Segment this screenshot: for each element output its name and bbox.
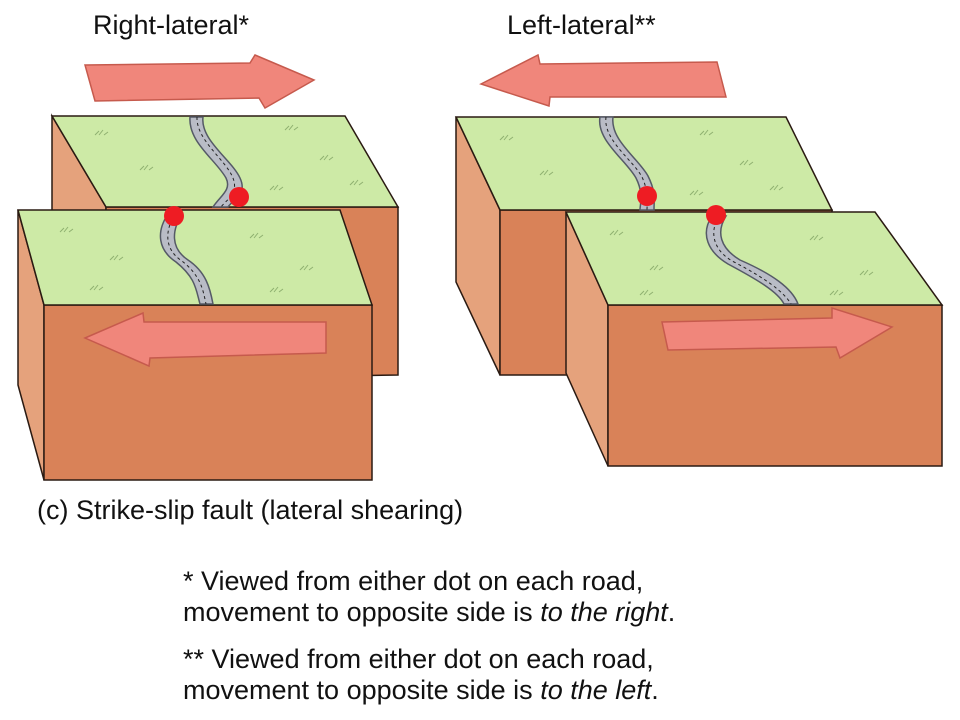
back-road-centerline [196,116,235,208]
footnote-line: * Viewed from either dot on each road, [183,566,644,596]
reference-dot-front [164,206,184,226]
right-movement-arrow [661,306,894,360]
footnote-text: movement to opposite side is [183,675,541,705]
left-lateral-diagram [454,53,944,467]
front-block-grass-top [564,211,944,306]
back-road [599,116,655,211]
footnote-text: movement to opposite side is [183,597,541,627]
front-road-centerline [713,215,792,305]
reference-dot-back [229,187,249,207]
front-block-grass-top [17,209,374,306]
footnote-emphasis: to the right [540,597,668,627]
right-movement-arrow [84,54,316,110]
left-lateral-title: Left-lateral** [507,10,656,40]
right-lateral-title: Right-lateral* [93,10,250,40]
reference-dot-front [706,205,726,225]
back-road [189,116,243,208]
footnote-period: . [667,597,676,627]
reference-dot-back [637,186,657,206]
left-movement-arrow [83,311,327,368]
back-block-grass-top [454,116,834,211]
left-lateral-footnote: ** Viewed from either dot on each road, … [183,644,659,706]
footnote-emphasis: to the left [540,675,652,705]
right-lateral-diagram [17,54,400,481]
left-movement-arrow [479,53,727,107]
right-lateral-footnote: * Viewed from either dot on each road, m… [183,566,675,628]
front-road-centerline [167,213,207,305]
footnote-line: ** Viewed from either dot on each road, [183,644,654,674]
footnote-period: . [651,675,659,705]
footnote-line: movement to opposite side is to the left… [183,675,659,706]
footnote-line: movement to opposite side is to the righ… [183,597,675,628]
figure-caption: (c) Strike-slip fault (lateral shearing) [37,495,464,525]
